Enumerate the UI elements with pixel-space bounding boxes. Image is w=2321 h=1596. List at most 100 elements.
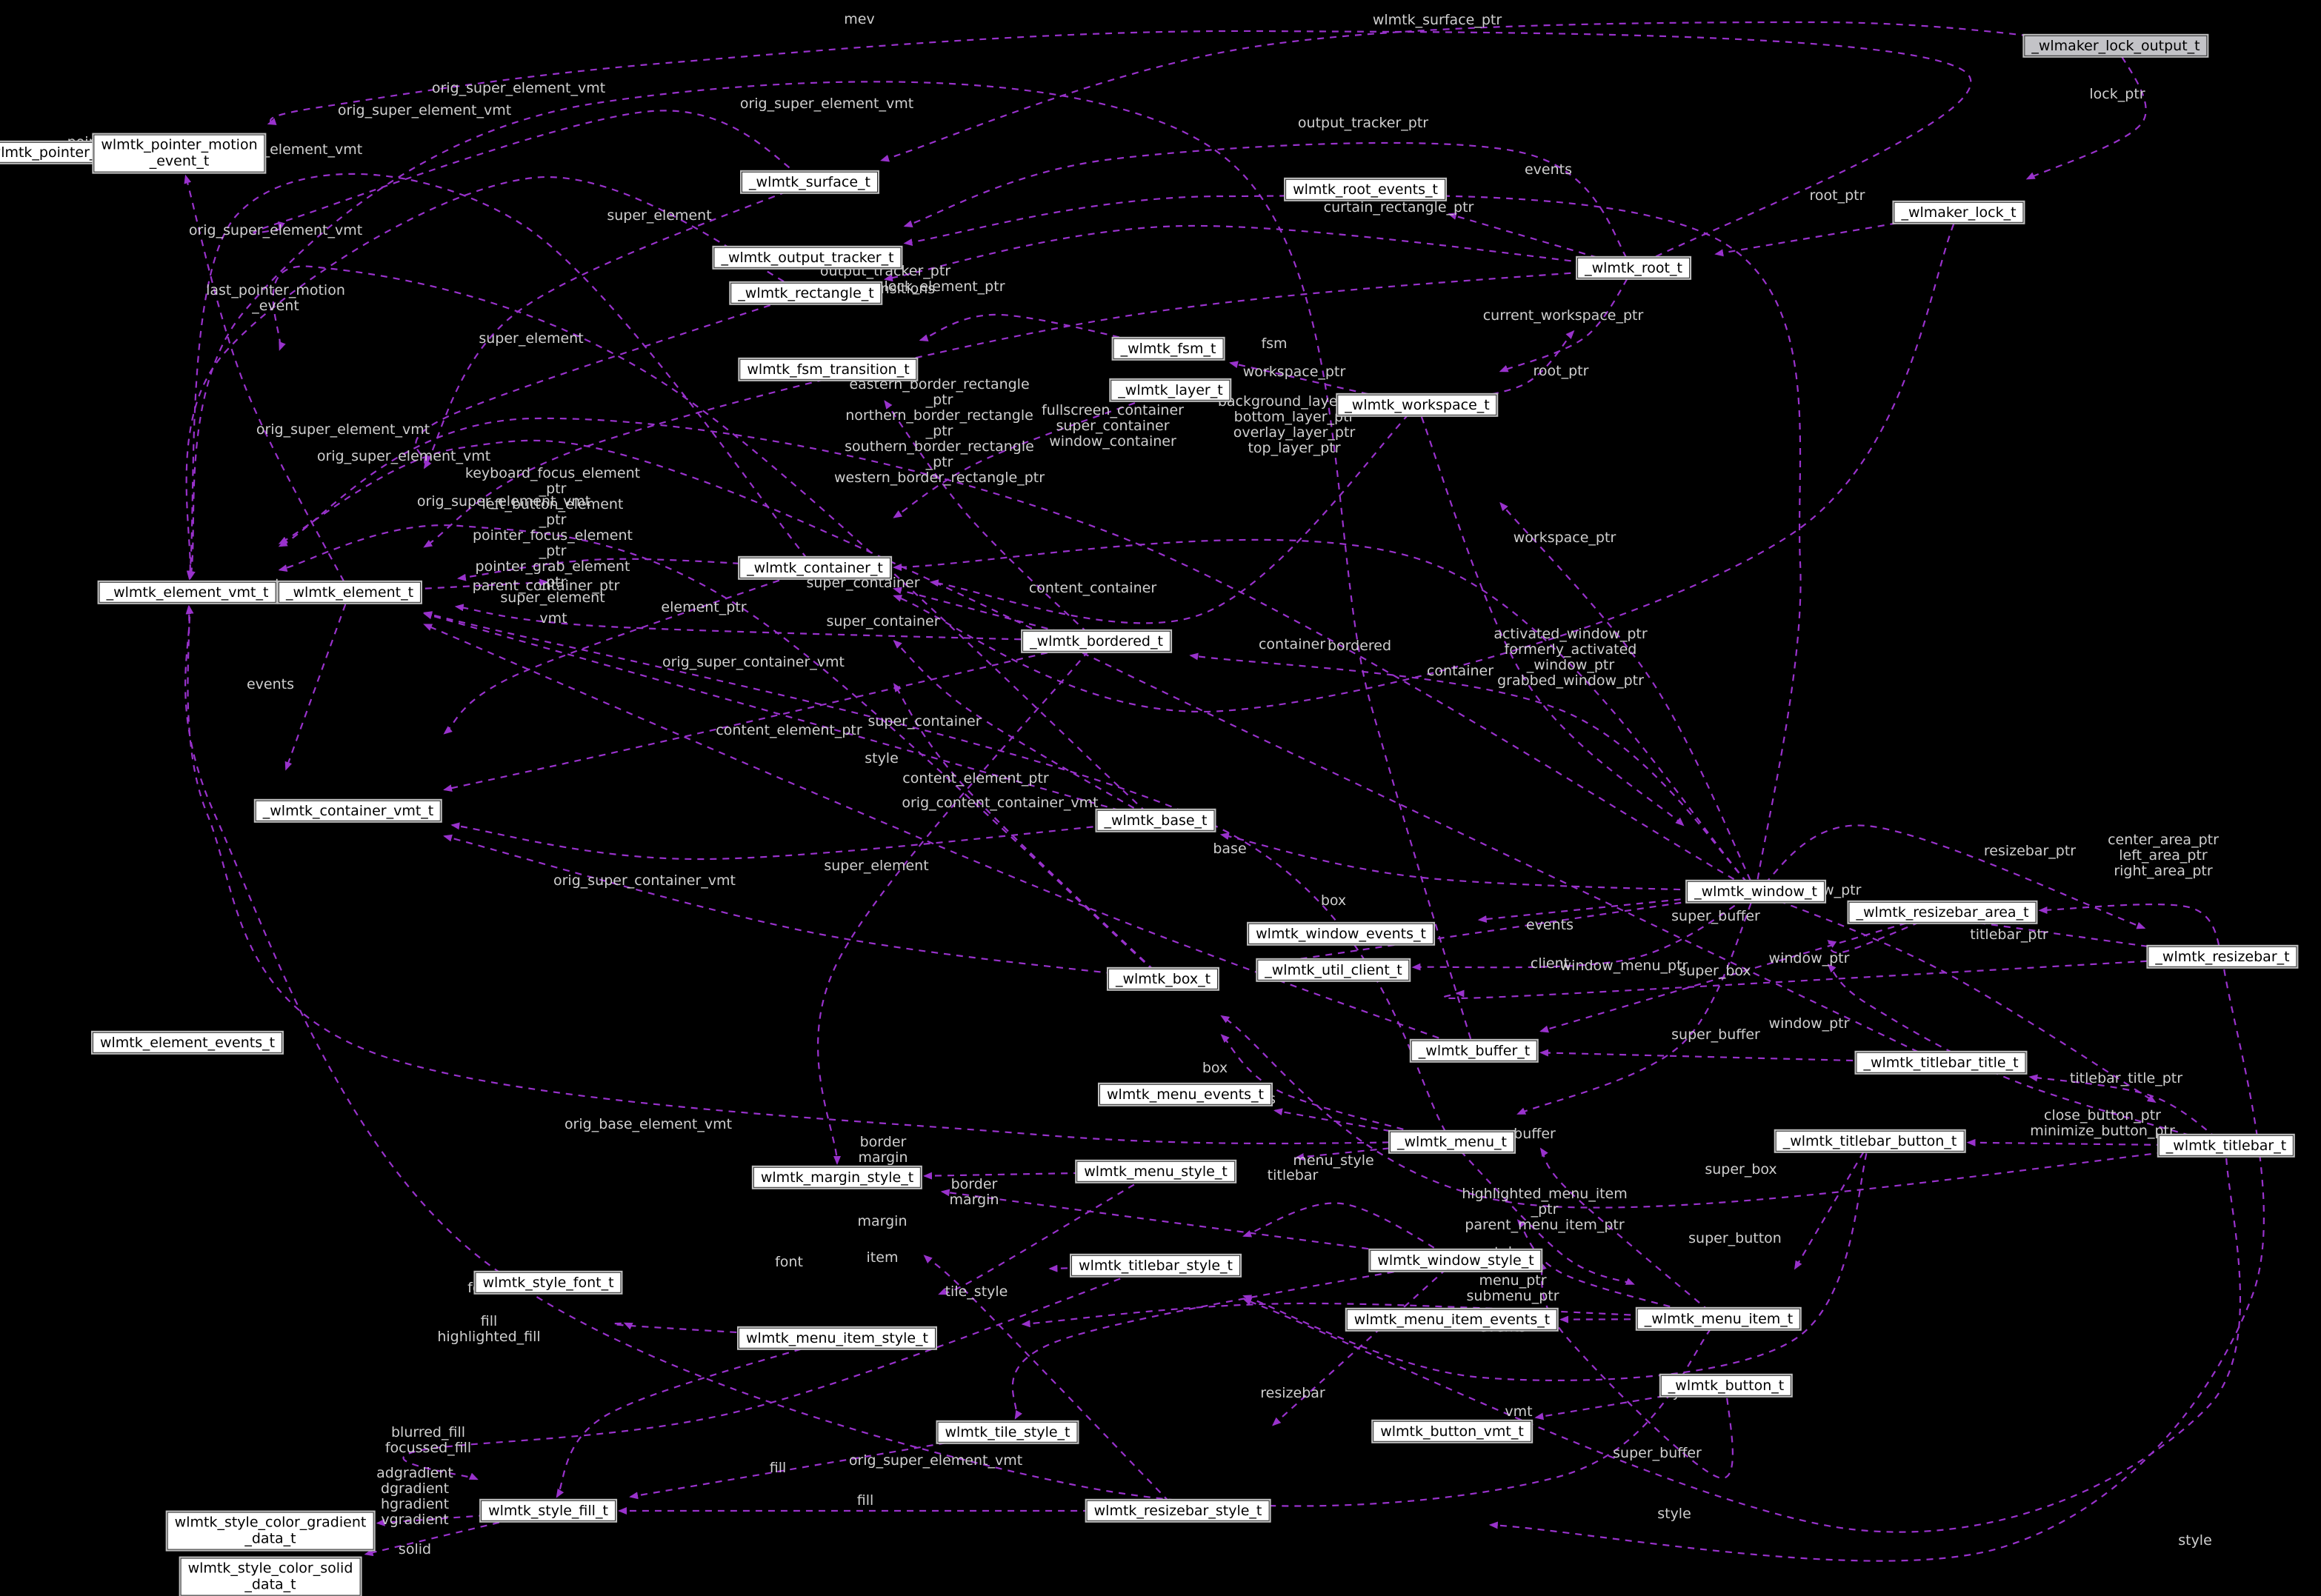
node-margin_style[interactable]: wlmtk_margin_style_t [753, 1166, 922, 1189]
edge-label-root-output_tracker: output_tracker_ptr [1298, 115, 1428, 131]
node-resizebar_area[interactable]: _wlmtk_resizebar_area_t [1848, 901, 2037, 924]
node-button[interactable]: _wlmtk_button_t [1660, 1375, 1792, 1397]
edge-label-lock-container: container [1427, 663, 1494, 679]
node-color_gradient[interactable]: wlmtk_style_color_gradient _data_t [167, 1512, 374, 1550]
node-menu_item_events[interactable]: wlmtk_menu_item_events_t [1346, 1309, 1558, 1331]
node-titlebar_button[interactable]: _wlmtk_titlebar_button_t [1775, 1130, 1965, 1152]
node-buffer[interactable]: _wlmtk_buffer_t [1411, 1040, 1538, 1062]
node-base[interactable]: _wlmtk_base_t [1096, 809, 1215, 832]
node-rectangle[interactable]: _wlmtk_rectangle_t [730, 282, 882, 304]
edge-label-window_style-tile_style: tile_style [945, 1283, 1008, 1300]
edge-label-button-button_vmt: vmt [1505, 1403, 1532, 1420]
edge-resizebar-resizebar_area [2038, 904, 2223, 958]
node-pointer_motion[interactable]: wlmtk_pointer_motion _event_t [93, 134, 265, 173]
edge-box-container_vmt [443, 834, 1164, 981]
edge-bordered-element [454, 604, 1097, 643]
node-container_vmt[interactable]: _wlmtk_container_vmt_t [255, 800, 442, 822]
edge-titlebar-window [1827, 964, 2227, 1147]
edge-label-window-workspace: workspace_ptr [1514, 530, 1616, 546]
edge-lock_output-lock [2025, 45, 2147, 180]
edge-label-window-titlebar: titlebar_ptr [1970, 926, 2048, 943]
node-style_fill[interactable]: wlmtk_style_fill_t [481, 1500, 616, 1522]
edge-menu-box [1220, 1034, 1453, 1143]
node-titlebar_style[interactable]: wlmtk_titlebar_style_t [1071, 1255, 1240, 1277]
node-titlebar_title[interactable]: _wlmtk_titlebar_title_t [1856, 1052, 2026, 1074]
node-lock_output[interactable]: _wlmaker_lock_output_t [2024, 35, 2208, 57]
edge-label-root-rectangle: curtain_rectangle_ptr [1324, 199, 1474, 216]
edge-label-titlebar_title-element_vmt: orig_super_element_vmt [317, 448, 490, 464]
edge-label-button-buffer: super_buffer [1613, 1445, 1702, 1461]
node-util_client[interactable]: _wlmtk_util_client_t [1257, 959, 1410, 981]
node-root[interactable]: _wlmtk_root_t [1577, 257, 1690, 279]
node-window_events[interactable]: wlmtk_window_events_t [1248, 923, 1433, 945]
node-menu_style[interactable]: wlmtk_menu_style_t [1076, 1161, 1235, 1183]
node-element[interactable]: _wlmtk_element_t [278, 581, 422, 604]
edge-window-container [893, 538, 1756, 892]
edge-lock_output-surface [880, 21, 2117, 162]
edge-resizebar_style-margin_style [923, 1255, 1179, 1512]
node-button_vmt[interactable]: wlmtk_button_vmt_t [1373, 1420, 1531, 1443]
node-lock[interactable]: _wlmaker_lock_t [1894, 201, 2024, 224]
node-resizebar[interactable]: _wlmtk_resizebar_t [2148, 946, 2297, 968]
edge-label-buffer-element: super_element [824, 858, 928, 874]
edge-element-pointer_motion [184, 174, 350, 593]
node-element_events[interactable]: wlmtk_element_events_t [92, 1032, 283, 1054]
node-style_font[interactable]: wlmtk_style_font_t [475, 1272, 622, 1294]
edge-label-window-menu: window_menu_ptr [1560, 958, 1688, 974]
node-menu[interactable]: _wlmtk_menu_t [1389, 1131, 1515, 1153]
edge-label-resizebar_area-buffer: super_buffer [1671, 908, 1760, 924]
edge-label-window-container: content_container [1029, 580, 1156, 596]
node-output_tracker[interactable]: _wlmtk_output_tracker_t [713, 247, 902, 269]
node-workspace[interactable]: _wlmtk_workspace_t [1337, 394, 1497, 416]
node-box[interactable]: _wlmtk_box_t [1108, 968, 1219, 990]
edge-window_style-tile_style [1011, 1259, 1456, 1420]
node-tile_style[interactable]: wlmtk_tile_style_t [937, 1421, 1078, 1443]
node-color_solid[interactable]: wlmtk_style_color_solid _data_t [180, 1557, 361, 1596]
edge-workspace-container [929, 404, 1418, 624]
node-window[interactable]: _wlmtk_window_t [1687, 881, 1825, 903]
edge-layer-container [893, 389, 1171, 518]
edge-label-workspace-container: container [1259, 636, 1325, 652]
node-menu_item[interactable]: _wlmtk_menu_item_t [1636, 1308, 1801, 1330]
edge-menu_item_style-style_fill [556, 1337, 838, 1498]
edge-root-rectangle [883, 224, 1634, 282]
node-root_events[interactable]: wlmtk_root_events_t [1285, 178, 1445, 201]
edge-lock-container [893, 212, 1959, 713]
node-menu_events[interactable]: wlmtk_menu_events_t [1099, 1084, 1272, 1106]
node-bordered[interactable]: _wlmtk_bordered_t [1022, 630, 1171, 652]
edge-box-container [893, 683, 1164, 980]
node-fsm[interactable]: _wlmtk_fsm_t [1113, 338, 1224, 360]
edge-label-bordered-margin_style: style [865, 750, 899, 767]
edge-label-titlebar_title-buffer: super_buffer [1671, 1026, 1760, 1043]
node-layer[interactable]: _wlmtk_layer_t [1110, 379, 1231, 401]
edge-label-titlebar-box: super_box [1705, 1161, 1776, 1178]
edge-label-box-container: super_container [868, 713, 981, 729]
node-fsm_transition[interactable]: wlmtk_fsm_transition_t [739, 358, 917, 381]
edge-titlebar_style-style_fill [402, 1264, 1156, 1480]
node-resizebar_style[interactable]: wlmtk_resizebar_style_t [1086, 1500, 1270, 1522]
edge-resizebar-resizebar_style [1488, 956, 2265, 1562]
edge-label-root-pointer_motion: mev [844, 11, 874, 27]
edge-label-element-element_events: events [247, 676, 294, 692]
edge-titlebar-box [1220, 1015, 2227, 1209]
edge-label-element-pointer_motion: last_pointer_motion_event [206, 282, 345, 314]
edge-label-box-container_vmt: orig_super_container_vmt [553, 872, 736, 889]
edge-label-tile_style-style_fill: fill [770, 1460, 787, 1476]
node-container[interactable]: _wlmtk_container_t [739, 557, 890, 579]
node-titlebar[interactable]: _wlmtk_titlebar_t [2158, 1135, 2294, 1157]
node-window_style[interactable]: wlmtk_window_style_t [1370, 1249, 1542, 1272]
node-surface[interactable]: _wlmtk_surface_t [742, 171, 878, 193]
edge-resizebar_area-buffer [1539, 911, 1943, 1033]
node-pointer[interactable]: _wlmtk_pointer_t [0, 141, 110, 164]
edge-titlebar_title-element_vmt [278, 439, 1942, 1064]
edge-container-element [456, 558, 816, 581]
node-element_vmt[interactable]: _wlmtk_element_vmt_t [99, 581, 276, 604]
edge-label-bordered-container_vmt: orig_super_container_vmt [662, 654, 845, 670]
node-menu_item_style[interactable]: wlmtk_menu_item_style_t [739, 1327, 936, 1349]
